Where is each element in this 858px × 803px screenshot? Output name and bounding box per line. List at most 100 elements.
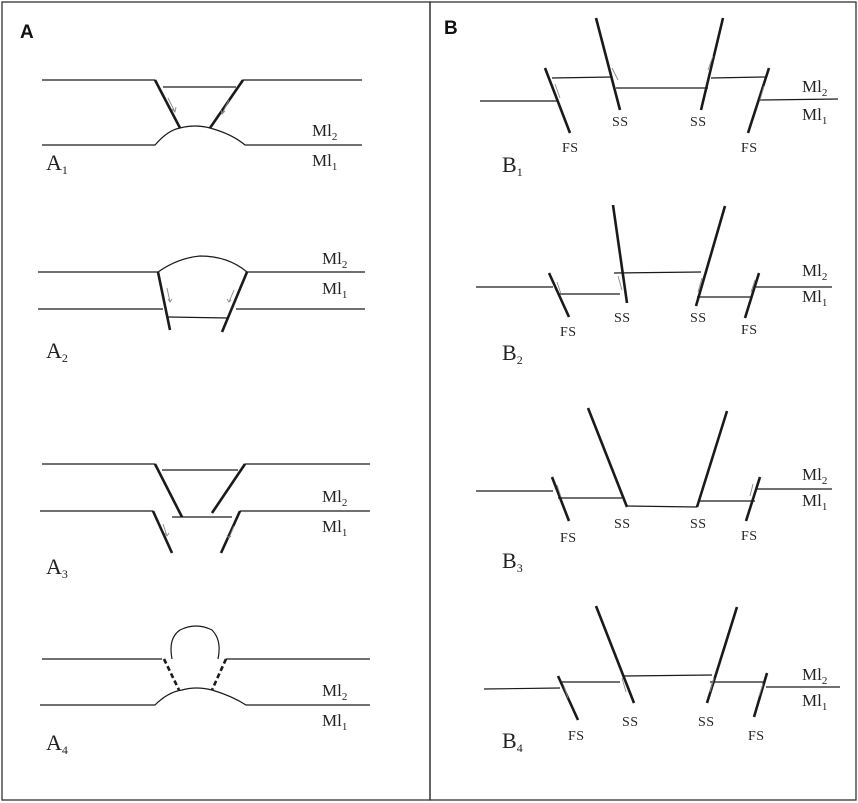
stage-label: A4 <box>46 730 68 757</box>
fault-right-dashed <box>210 658 228 691</box>
fault-left-lower <box>151 510 174 554</box>
fault-left <box>156 271 172 331</box>
panel-b-letter: B <box>444 18 458 39</box>
fault-ss-left <box>611 204 629 304</box>
stage-a4: Ml2 Ml1 A4 <box>40 625 370 757</box>
stage-b1: Ml2 Ml1 FS SS SS FS B1 <box>480 17 839 179</box>
slip-arrow <box>554 83 561 99</box>
fault-label: SS <box>622 715 639 730</box>
bed-step-2 <box>710 76 766 79</box>
layer-label-top: Ml2 <box>322 249 347 271</box>
slip-arrow-head <box>226 534 232 539</box>
fault-ss-left <box>594 17 622 111</box>
layer-label-top: Ml2 <box>322 681 347 703</box>
fault-ss-left <box>594 605 636 704</box>
slip-arrow <box>228 289 235 303</box>
slip-arrow <box>758 683 764 697</box>
stage-label: A1 <box>46 150 68 177</box>
layer-label-top: Ml2 <box>802 77 827 99</box>
layer-label-bottom: Ml1 <box>802 105 827 127</box>
fault-right <box>210 463 247 514</box>
slip-arrow <box>228 525 235 539</box>
stage-label: B3 <box>502 548 523 575</box>
fault-right-lower <box>219 510 242 554</box>
layer-label-top: Ml2 <box>802 665 827 687</box>
slip-arrow <box>621 677 627 693</box>
bed-left <box>483 687 561 690</box>
slip-arrow <box>611 67 619 81</box>
stage-label: A3 <box>46 554 68 581</box>
layer-label-bottom: Ml1 <box>802 287 827 309</box>
stage-b3: Ml2 Ml1 FS SS SS FS B3 <box>476 407 832 575</box>
stage-a3: Ml2 Ml1 A3 <box>40 463 370 581</box>
fault-label: SS <box>690 311 707 326</box>
layer-label-bottom: Ml1 <box>312 151 337 173</box>
bed-graben <box>613 271 702 274</box>
fault-label: FS <box>748 729 765 744</box>
layer-label-top: Ml2 <box>802 465 827 487</box>
layer-label-bottom: Ml1 <box>802 691 827 713</box>
stage-label: A2 <box>46 338 68 365</box>
fault-label: SS <box>690 115 707 130</box>
layer-label-bottom: Ml1 <box>802 491 827 513</box>
bed-step-1 <box>551 76 613 79</box>
fault-label: FS <box>560 531 577 546</box>
slip-arrow <box>162 523 168 537</box>
slip-arrow <box>750 279 756 293</box>
fault-left-dashed <box>162 658 181 691</box>
fault-fs-left <box>543 67 572 134</box>
slip-arrow <box>759 85 765 101</box>
stage-label: B2 <box>502 340 523 367</box>
panel-a-frame <box>1 1 431 801</box>
slip-arrow-head <box>167 298 173 303</box>
fault-fs-right <box>744 476 762 522</box>
fault-label: SS <box>698 715 715 730</box>
fault-right <box>220 271 249 333</box>
layer-label-bottom: Ml1 <box>322 279 347 301</box>
bed-graben-bottom <box>167 316 229 319</box>
slip-arrow <box>709 677 715 693</box>
slip-arrow <box>166 287 171 303</box>
fault-label: SS <box>612 115 629 130</box>
slip-arrow <box>617 275 623 291</box>
layer-label-top: Ml2 <box>322 487 347 509</box>
slip-arrow-head <box>164 532 170 537</box>
bed-lower-dome <box>40 687 370 706</box>
slip-arrow <box>221 99 230 115</box>
layer-label-top: Ml2 <box>312 121 337 143</box>
stage-label: B4 <box>502 728 523 755</box>
fault-ss-right <box>705 606 739 704</box>
layer-label-bottom: Ml1 <box>322 517 347 539</box>
bed-graben <box>623 674 713 677</box>
fault-label: SS <box>614 517 631 532</box>
fault-label: FS <box>562 141 579 156</box>
slip-arrow <box>697 277 703 293</box>
slip-arrow-head <box>220 109 226 115</box>
bed-right <box>759 98 839 101</box>
fault-label: FS <box>741 141 758 156</box>
fault-fs-right <box>752 672 769 718</box>
slip-arrow <box>556 484 562 498</box>
fault-label: FS <box>560 325 577 340</box>
fault-fs-left <box>550 476 571 522</box>
fault-label: SS <box>690 517 707 532</box>
bed-lower-dome <box>42 125 362 146</box>
slip-arrow <box>707 55 714 71</box>
slip-arrow <box>563 685 569 699</box>
slip-arrow-head <box>171 106 177 113</box>
fault-ss-right <box>699 17 725 111</box>
fault-label: FS <box>568 729 585 744</box>
fault-left <box>153 79 182 129</box>
fault-label: FS <box>741 323 758 338</box>
slip-arrow <box>749 483 754 497</box>
fault-ss-right <box>695 410 729 508</box>
stage-a1: Ml2 Ml1 A1 <box>42 79 362 177</box>
bed-graben <box>626 505 698 508</box>
fault-fs-right <box>746 67 771 134</box>
layer-label-top: Ml2 <box>802 261 827 283</box>
slip-arrow-head <box>226 298 232 303</box>
slip-arrow <box>556 281 562 295</box>
stage-label: B1 <box>502 152 523 179</box>
fault-fs-right <box>743 272 761 319</box>
